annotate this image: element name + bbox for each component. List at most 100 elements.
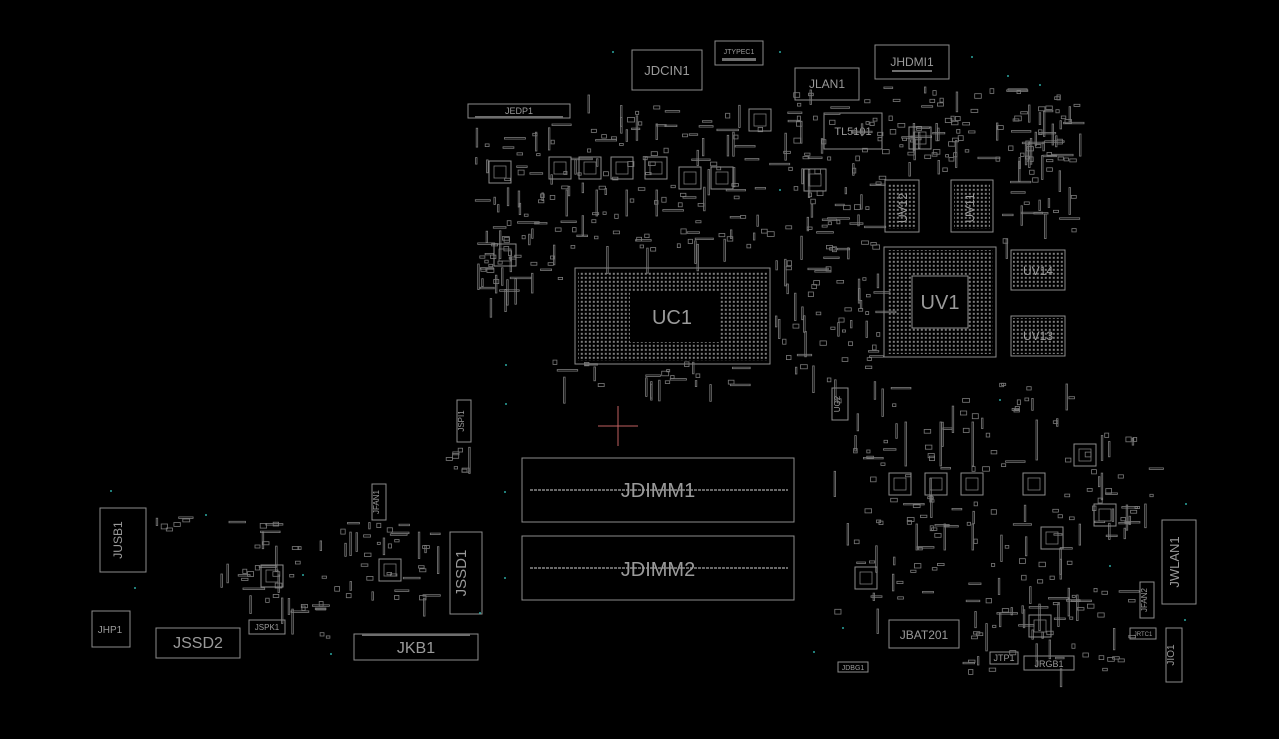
component-jedp1[interactable]: JEDP1	[467, 103, 571, 119]
passive-part	[1124, 521, 1141, 524]
via-dot	[612, 51, 614, 53]
component-jdbg1[interactable]: JDBG1	[837, 661, 869, 673]
passive-part	[563, 376, 566, 404]
passive-part	[709, 384, 712, 402]
passive-part	[778, 318, 781, 339]
passive-part	[1010, 191, 1026, 194]
passive-part	[1009, 650, 1017, 656]
passive-part	[445, 457, 453, 461]
passive-part	[870, 476, 877, 483]
passive-part	[934, 524, 950, 527]
component-uc1[interactable]: UC1	[574, 267, 771, 365]
passive-part	[943, 523, 946, 551]
passive-part	[1128, 635, 1137, 639]
passive-part	[517, 169, 525, 176]
passive-part	[866, 449, 871, 454]
passive-part	[971, 421, 974, 467]
passive-part	[786, 355, 792, 360]
passive-part	[1107, 657, 1115, 662]
passive-part	[966, 521, 971, 526]
component-jtypec1[interactable]: JTYPEC1	[714, 40, 764, 66]
component-uv11[interactable]: UV11	[950, 179, 994, 233]
passive-part	[386, 572, 392, 576]
component-jbat201[interactable]: JBAT201	[888, 619, 960, 649]
component-jlan1[interactable]: JLAN1	[794, 67, 860, 101]
passive-part	[514, 254, 522, 258]
passive-part	[896, 580, 904, 584]
passive-part	[830, 106, 850, 109]
component-jspk1[interactable]: JSPK1	[248, 619, 286, 635]
passive-part	[680, 228, 687, 235]
passive-part	[521, 235, 526, 240]
passive-part	[615, 161, 629, 175]
component-jdimm1[interactable]: JDIMM1	[521, 457, 795, 523]
component-jhdmi1[interactable]: JHDMI1	[874, 44, 950, 80]
passive-part	[1121, 506, 1139, 509]
component-uv1[interactable]: UV1	[883, 246, 997, 358]
component-jdimm2[interactable]: JDIMM2	[521, 535, 795, 601]
component-jwlan1[interactable]: JWLAN1	[1161, 519, 1197, 605]
passive-part	[587, 94, 590, 114]
passive-part	[1060, 115, 1067, 120]
passive-part	[1035, 419, 1038, 461]
passive-part	[864, 225, 887, 229]
component-jhp1[interactable]: JHP1	[91, 610, 131, 648]
passive-part	[1020, 111, 1028, 115]
passive-part	[595, 139, 617, 142]
passive-part	[803, 168, 827, 192]
passive-part	[325, 635, 331, 639]
passive-part	[567, 185, 571, 197]
component-jusb1[interactable]: JUSB1	[99, 507, 147, 573]
passive-part	[710, 161, 718, 167]
passive-part	[971, 635, 978, 640]
passive-part	[587, 148, 592, 153]
passive-part	[669, 378, 687, 381]
passive-part	[1041, 155, 1044, 180]
passive-part	[228, 520, 246, 524]
passive-part	[754, 187, 767, 190]
passive-part	[973, 538, 978, 544]
passive-part	[429, 532, 441, 535]
passive-part	[906, 520, 912, 525]
component-jssd1[interactable]: JSSD1	[449, 531, 483, 615]
passive-part	[536, 153, 541, 157]
passive-part	[391, 531, 410, 534]
passive-part	[860, 194, 863, 210]
passive-part	[856, 413, 859, 432]
passive-part	[488, 160, 512, 184]
component-jkb1[interactable]: JKB1	[353, 633, 479, 661]
component-uv12[interactable]: UV12	[884, 179, 920, 233]
component-uv14[interactable]: UV14	[1010, 249, 1066, 291]
component-jfan2[interactable]: JFAN2	[1139, 581, 1155, 619]
component-jdcin1[interactable]: JDCIN1	[631, 49, 703, 91]
component-jspi1[interactable]: JSPI1	[456, 399, 472, 443]
component-uv13[interactable]: UV13	[1010, 315, 1066, 357]
passive-part	[893, 477, 907, 491]
passive-part	[942, 427, 953, 430]
passive-part	[1079, 133, 1082, 157]
passive-part	[1028, 104, 1031, 123]
component-tl5101[interactable]: TL5101	[823, 112, 883, 150]
passive-part	[695, 220, 702, 224]
via-dot	[1109, 565, 1111, 567]
passive-part	[1012, 523, 1032, 526]
component-jtp1[interactable]: JTP1	[989, 651, 1019, 665]
component-jssd2[interactable]: JSSD2	[155, 627, 241, 659]
passive-part	[844, 187, 847, 195]
passive-part	[827, 221, 832, 226]
passive-part	[1016, 90, 1021, 95]
jdimm1-label: JDIMM1	[621, 480, 695, 502]
component-jio1[interactable]: JIO1	[1165, 627, 1183, 683]
passive-part	[1093, 588, 1098, 593]
component-jrtc1[interactable]: JRTC1	[1129, 627, 1157, 640]
component-ug2[interactable]: UG2	[831, 387, 849, 421]
component-jfan1[interactable]: JFAN1	[371, 483, 387, 521]
jfan1-label: JFAN1	[372, 489, 381, 514]
passive-part	[849, 222, 864, 225]
passive-part	[786, 260, 792, 267]
passive-part	[1148, 467, 1164, 470]
passive-part	[517, 190, 521, 208]
passive-part	[663, 147, 669, 154]
passive-part	[297, 546, 302, 550]
